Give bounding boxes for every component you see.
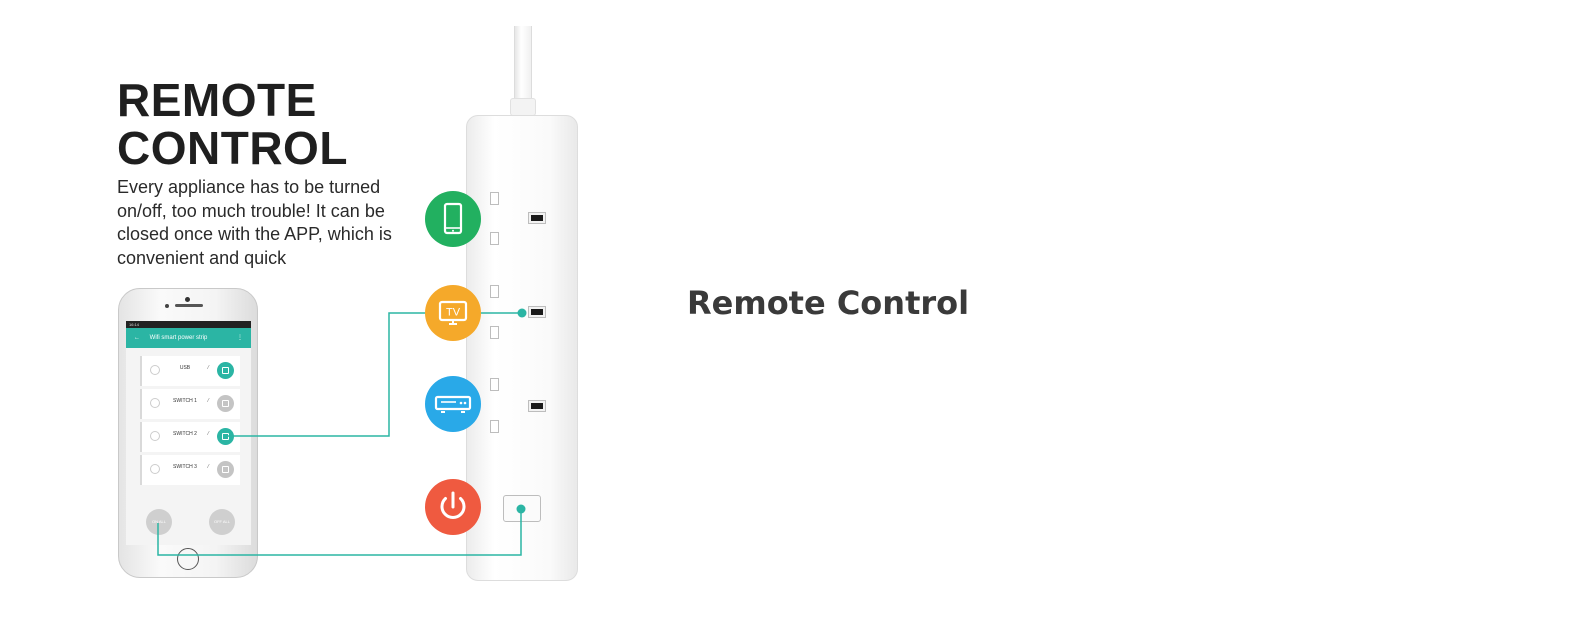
switch-row-3: SWITCH 3 ⁄ <box>140 455 240 485</box>
description: Every appliance has to be turned on/off,… <box>117 177 392 268</box>
socket-1-pin-top <box>490 192 499 205</box>
status-time: 16:14 <box>129 322 140 327</box>
switch-row-1: SWITCH 1 ⁄ <box>140 389 240 419</box>
switch-2-toggle-button[interactable] <box>217 428 234 445</box>
home-button <box>177 548 199 570</box>
phone-screen: 16:14 ← Wifi smart power strip ⋮ USB ⁄ S… <box>126 321 251 545</box>
tv-icon: TV <box>425 285 481 341</box>
side-title: Remote Control <box>687 284 970 322</box>
switch-row-usb: USB ⁄ <box>140 356 240 386</box>
phone-camera <box>185 297 190 302</box>
phone-sensor <box>165 304 169 308</box>
socket-1-pin-bottom <box>490 232 499 245</box>
phone-speaker <box>175 304 203 307</box>
socket-2-pin-top <box>490 285 499 298</box>
more-menu-icon[interactable]: ⋮ <box>237 335 243 341</box>
timer-icon[interactable] <box>150 464 160 474</box>
switch-name: SWITCH 3 <box>173 464 197 470</box>
all-on-button[interactable]: ON ALL <box>146 509 172 535</box>
edit-icon[interactable]: ⁄ <box>208 365 209 371</box>
app-bar: ← Wifi smart power strip ⋮ <box>126 328 251 348</box>
cable-neck <box>510 98 536 116</box>
power-cable <box>514 26 532 100</box>
switch-list: USB ⁄ SWITCH 1 ⁄ SWITCH 2 ⁄ SWITCH 3 ⁄ <box>140 356 240 488</box>
set-top-box-icon <box>425 376 481 432</box>
timer-icon[interactable] <box>150 431 160 441</box>
edit-icon[interactable]: ⁄ <box>208 464 209 470</box>
status-bar: 16:14 <box>126 321 251 328</box>
smartphone: 16:14 ← Wifi smart power strip ⋮ USB ⁄ S… <box>118 288 258 578</box>
socket-2-pin-bottom <box>490 326 499 339</box>
strip-power-switch <box>503 495 541 522</box>
switch-row-2: SWITCH 2 ⁄ <box>140 422 240 452</box>
all-off-button[interactable]: OFF ALL <box>209 509 235 535</box>
switch-1-toggle-button[interactable] <box>217 395 234 412</box>
tv-label: TV <box>446 307 461 319</box>
timer-icon[interactable] <box>150 365 160 375</box>
power-icon <box>425 479 481 535</box>
switch-name: SWITCH 2 <box>173 431 197 437</box>
socket-3-earth <box>528 400 546 412</box>
app-title: Wifi smart power strip <box>149 335 208 341</box>
socket-3-pin-top <box>490 378 499 391</box>
usb-toggle-button[interactable] <box>217 362 234 379</box>
edit-icon[interactable]: ⁄ <box>208 398 209 404</box>
switch-name: USB <box>179 365 191 371</box>
back-arrow-icon[interactable]: ← <box>134 335 140 341</box>
socket-3-pin-bottom <box>490 420 499 433</box>
socket-1-earth <box>528 212 546 224</box>
switch-3-toggle-button[interactable] <box>217 461 234 478</box>
edit-icon[interactable]: ⁄ <box>208 431 209 437</box>
switch-name: SWITCH 1 <box>173 398 197 404</box>
timer-icon[interactable] <box>150 398 160 408</box>
phone-icon <box>425 191 481 247</box>
headline: REMOTE CONTROL <box>117 74 348 174</box>
socket-2-earth <box>528 306 546 318</box>
